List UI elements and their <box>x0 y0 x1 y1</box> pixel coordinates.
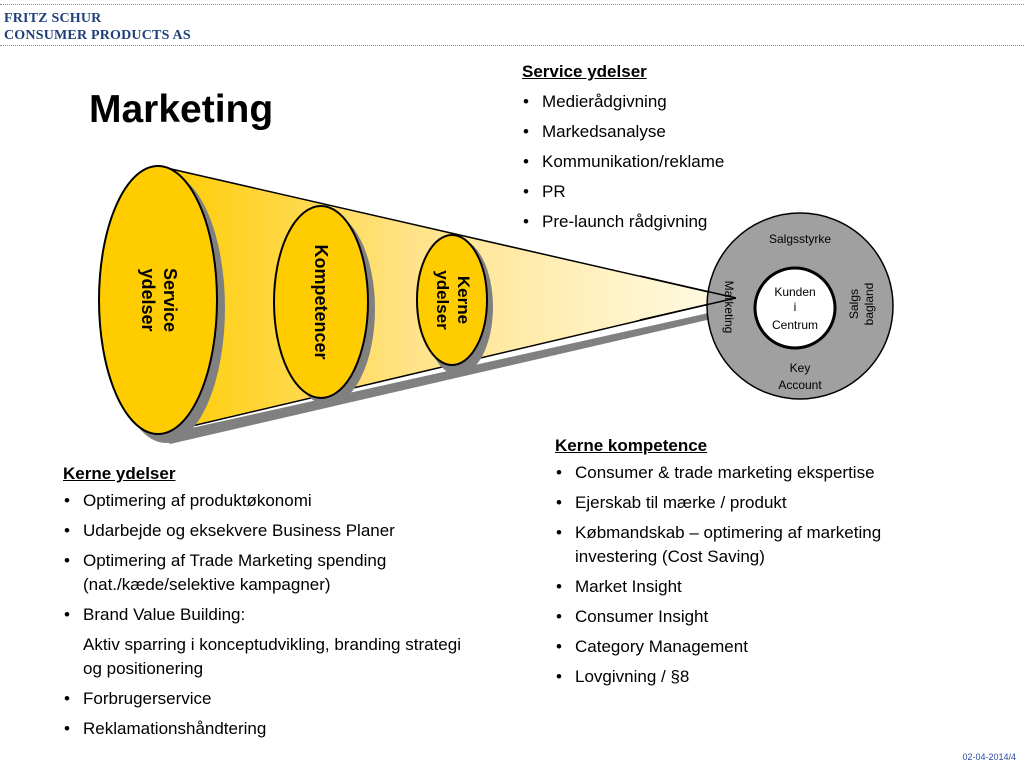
circle-center-2: i <box>794 300 797 314</box>
list-item: Markedsanalyse <box>522 117 724 147</box>
list-item: Aktiv sparring i konceptudvikling, brand… <box>83 635 461 678</box>
ellipse-label-service-1: Service <box>160 268 180 332</box>
circle-label-left: Marketing <box>722 281 736 334</box>
cone-tip-upper <box>639 275 737 299</box>
kerne-ydelser-block: Kerne ydelser Optimering af produktøkono… <box>63 459 483 747</box>
circle-center-3: Centrum <box>772 318 818 332</box>
kerne-ydelser-heading: Kerne ydelser <box>63 464 176 483</box>
list-item: Category Management <box>555 635 905 659</box>
list-item: Udarbejde og eksekvere Business Planer <box>63 519 483 543</box>
list-item: Consumer Insight <box>555 605 905 629</box>
ellipse-label-kompetencer: Kompetencer <box>311 244 331 359</box>
circle-inner-core <box>753 266 837 350</box>
list-item: Consumer & trade marketing ekspertise <box>555 461 905 485</box>
circle-label-right-2: bagland <box>862 283 876 326</box>
brand-line-1: FRITZ SCHUR <box>4 11 102 26</box>
kerne-ydelser-list: Optimering af produktøkonomiUdarbejde og… <box>63 489 483 741</box>
list-item: Brand Value Building: <box>63 603 483 627</box>
brand-line-2: CONSUMER PRODUCTS AS <box>4 28 191 43</box>
service-ydelser-list: MedierådgivningMarkedsanalyseKommunikati… <box>522 87 724 237</box>
slide-footer: 02-04-2014/4 <box>962 752 1016 762</box>
kerne-kompetence-list: Consumer & trade marketing ekspertiseEje… <box>555 461 905 689</box>
circle-center-1: Kunden <box>774 285 815 299</box>
list-item: Optimering af Trade Marketing spending (… <box>63 549 483 597</box>
ellipse-label-kerne-1: Kerne <box>454 276 473 324</box>
list-item: Pre-launch rådgivning <box>522 207 724 237</box>
circle-label-bottom-1: Key <box>790 361 811 375</box>
circle-label-top: Salgsstyrke <box>769 232 831 246</box>
page-title: Marketing <box>89 88 274 131</box>
list-item: Market Insight <box>555 575 905 599</box>
list-item: PR <box>522 177 724 207</box>
service-ydelser-heading: Service ydelser <box>522 62 647 81</box>
list-item: Kommunikation/reklame <box>522 147 724 177</box>
kerne-kompetence-heading: Kerne kompetence <box>555 436 708 455</box>
list-item: Optimering af produktøkonomi <box>63 489 483 513</box>
circle-label-bottom-2: Account <box>778 378 822 392</box>
ellipse-kerne-ydelser <box>416 234 488 366</box>
header-rule-top <box>0 4 1024 5</box>
ellipse-kompetencer <box>273 205 369 399</box>
list-item: Lovgivning / §8 <box>555 665 905 689</box>
header-rule-bottom <box>0 45 1024 46</box>
list-item: Forbrugerservice <box>63 687 483 711</box>
list-item: Medierådgivning <box>522 87 724 117</box>
ellipse-label-service-2: ydelser <box>138 268 158 331</box>
list-item: Reklamationshåndtering <box>63 717 483 741</box>
list-item: Købmandskab – optimering af marketing in… <box>555 521 905 569</box>
list-item: Ejerskab til mærke / produkt <box>555 491 905 515</box>
circle-label-right-1: Salgs <box>847 289 861 319</box>
kerne-kompetence-block: Kerne kompetence Consumer & trade market… <box>555 431 905 695</box>
ellipse-service-ydelser <box>98 165 218 435</box>
cone-tip-lower <box>639 297 737 321</box>
ellipse-label-kerne-2: ydelser <box>433 270 452 330</box>
service-ydelser-block: Service ydelser MedierådgivningMarkedsan… <box>522 57 724 237</box>
cone-shadow <box>160 306 746 444</box>
